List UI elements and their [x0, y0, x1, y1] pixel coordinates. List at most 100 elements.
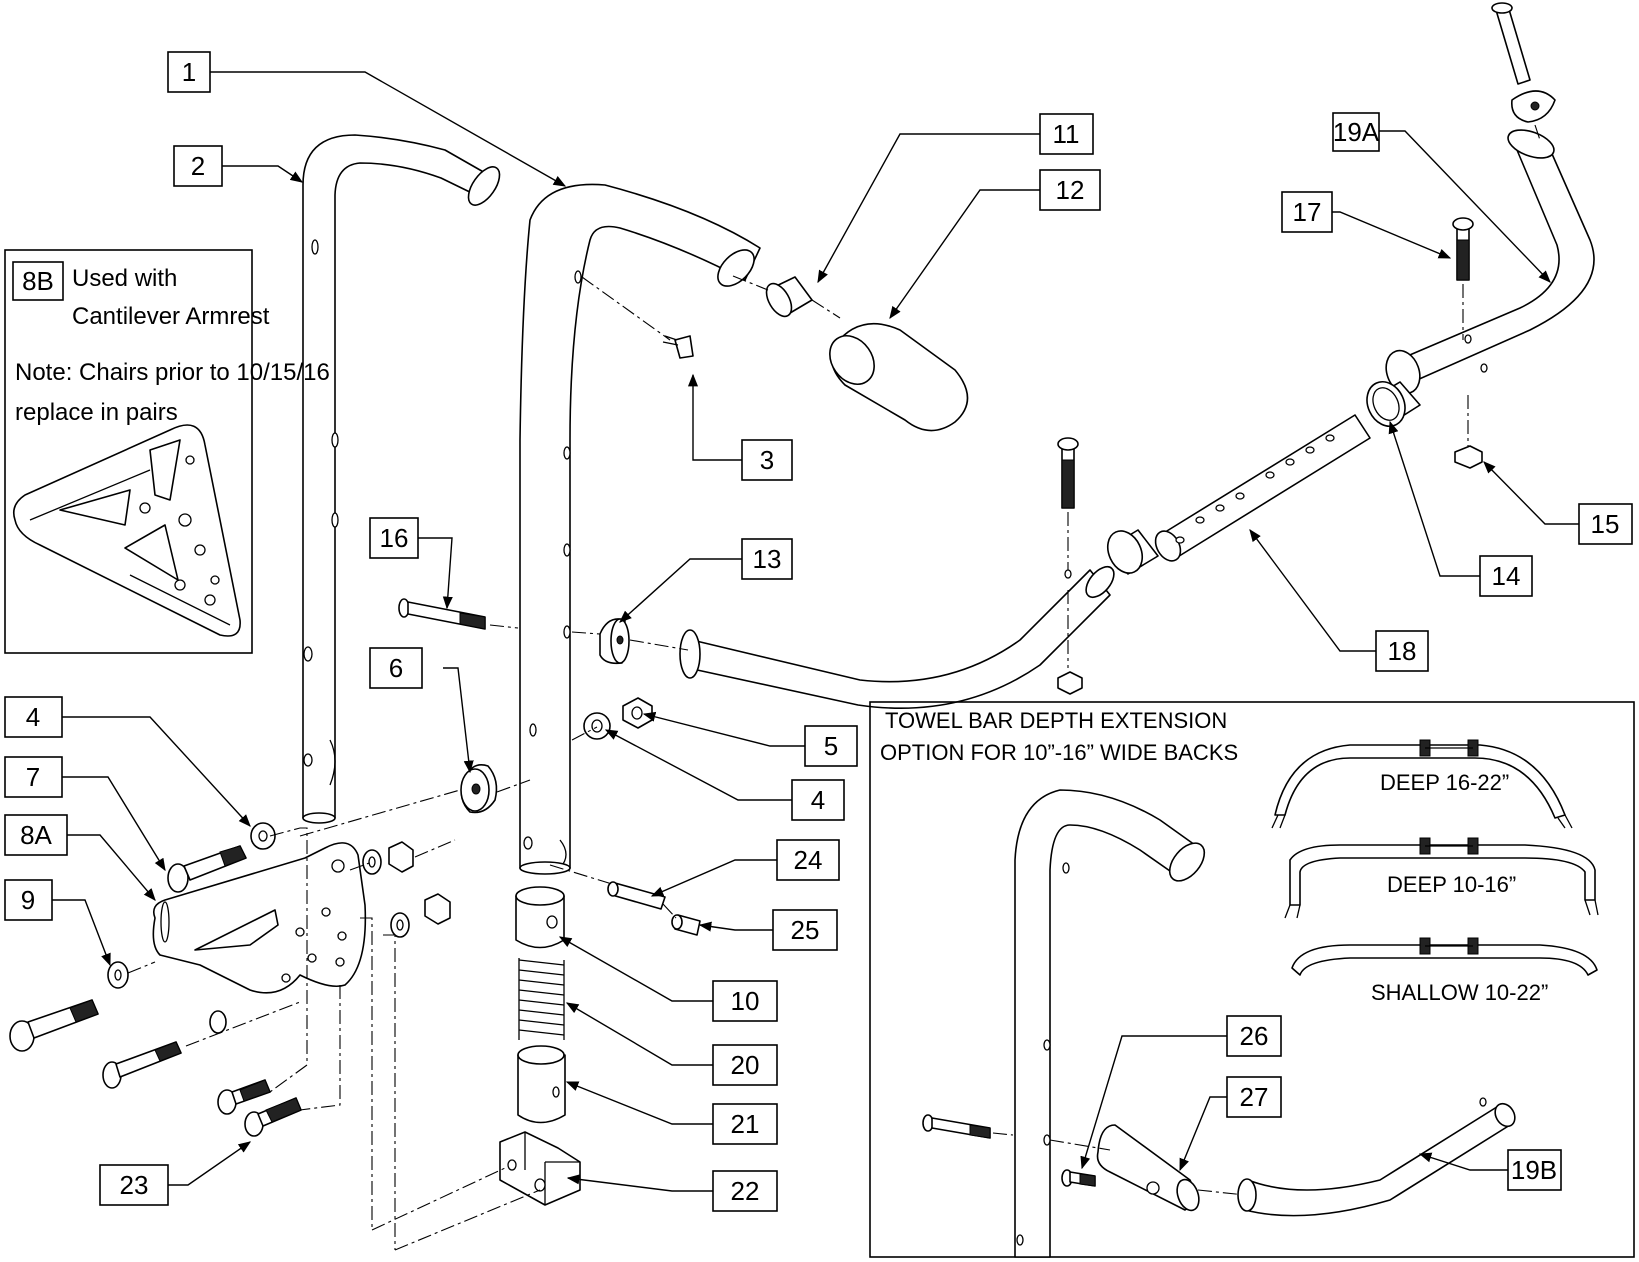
callout-2: 2: [173, 145, 223, 187]
nut-lower-bend: [1057, 671, 1083, 695]
callout-21: 21: [712, 1103, 778, 1145]
callout-4-left: 4: [4, 696, 63, 738]
screw-3: [662, 335, 694, 359]
svg-text:27: 27: [1240, 1082, 1269, 1112]
nut-5: [622, 697, 653, 729]
towel-bar-lower: [679, 565, 1115, 710]
svg-text:1: 1: [182, 57, 196, 87]
washer-4-left: [250, 822, 276, 850]
svg-text:11: 11: [1053, 119, 1080, 149]
callout-3: 3: [741, 439, 793, 481]
callout-24: 24: [776, 839, 840, 881]
label-shallow-10-22: SHALLOW 10-22”: [1371, 980, 1548, 1005]
svg-text:8B: 8B: [22, 266, 54, 296]
callout-25: 25: [772, 909, 838, 951]
callout-13: 13: [741, 538, 793, 580]
note-8b-line3: Note: Chairs prior to 10/15/16: [15, 359, 330, 386]
handle-grip: [829, 322, 969, 432]
callout-20: 20: [712, 1044, 778, 1086]
screw-lower-left: [102, 1010, 227, 1089]
spacer-6: [460, 764, 498, 814]
callout-10: 10: [712, 980, 778, 1022]
note-8b-line1: Used with: [72, 265, 177, 292]
svg-text:6: 6: [389, 653, 403, 683]
towel-bar-19a: [1385, 129, 1595, 395]
towel-bar-title-line2: OPTION FOR 10”-16” WIDE BACKS: [880, 740, 1238, 765]
spacer-13: [599, 618, 630, 665]
inset-8b-bracket: [12, 424, 241, 637]
clamp-block-22: [499, 1131, 581, 1206]
back-post-main: [519, 183, 761, 875]
callout-5: 5: [804, 725, 858, 767]
callout-12: 12: [1039, 169, 1101, 211]
washer-4-right: [583, 712, 611, 740]
clamp-18-side: [1106, 529, 1159, 575]
callout-11: 11: [1039, 113, 1094, 155]
inset-block-27: [1096, 1124, 1200, 1212]
inset-8b-frame: [4, 249, 253, 654]
towel-bar-shallow-10-22: [1291, 937, 1598, 976]
callout-18: 18: [1375, 630, 1429, 672]
callout-22: 22: [712, 1170, 778, 1212]
callout-6: 6: [369, 647, 423, 689]
bolt-17: [1452, 217, 1474, 281]
screws-23: [217, 1079, 302, 1137]
callout-1: 1: [167, 51, 211, 93]
pin-25: [671, 914, 701, 936]
callout-8b: 8B: [12, 261, 64, 301]
towel-bar-title-line1: TOWEL BAR DEPTH EXTENSION: [885, 708, 1227, 733]
inset-back-post: [1014, 789, 1206, 1258]
svg-text:19A: 19A: [1333, 117, 1380, 147]
svg-text:16: 16: [380, 523, 409, 553]
svg-text:15: 15: [1591, 509, 1620, 539]
svg-text:13: 13: [753, 544, 782, 574]
svg-text:19B: 19B: [1511, 1155, 1557, 1185]
inset-bolt: [922, 1114, 991, 1139]
svg-text:20: 20: [731, 1050, 760, 1080]
svg-text:23: 23: [120, 1170, 149, 1200]
svg-text:21: 21: [731, 1109, 760, 1139]
svg-text:25: 25: [791, 915, 820, 945]
leader-lines: [52, 71, 1579, 1192]
callout-9: 9: [4, 879, 53, 921]
callout-14: 14: [1479, 555, 1533, 597]
sleeve-10: [515, 886, 565, 949]
svg-text:17: 17: [1293, 197, 1322, 227]
clamp-14: [1366, 381, 1421, 427]
svg-text:4: 4: [26, 702, 40, 732]
back-post-left: [302, 134, 501, 824]
sleeve-21: [517, 1045, 566, 1124]
svg-text:18: 18: [1388, 636, 1417, 666]
washer-nut-lower: [390, 893, 451, 938]
callout-23: 23: [99, 1164, 169, 1206]
towel-bar-inset-frame: [869, 701, 1635, 1258]
svg-text:12: 12: [1056, 175, 1085, 205]
label-deep-16-22: DEEP 16-22”: [1380, 770, 1509, 795]
callout-17: 17: [1281, 191, 1333, 233]
towel-bar-deep-16-22: [1271, 739, 1573, 829]
svg-text:4: 4: [811, 785, 825, 815]
pin-24: [607, 881, 666, 910]
svg-text:5: 5: [824, 731, 838, 761]
callout-8a: 8A: [4, 814, 68, 856]
note-8b-line2: Cantilever Armrest: [72, 303, 270, 330]
svg-text:26: 26: [1240, 1021, 1269, 1051]
svg-text:2: 2: [191, 151, 205, 181]
svg-text:3: 3: [760, 445, 774, 475]
svg-text:14: 14: [1492, 561, 1521, 591]
callout-7: 7: [4, 756, 63, 798]
spring-20: [518, 958, 565, 1040]
callout-4-right: 4: [791, 779, 845, 821]
inset-screw-26: [1061, 1169, 1096, 1187]
svg-text:9: 9: [21, 885, 35, 915]
callout-19a: 19A: [1332, 112, 1380, 152]
callout-26: 26: [1226, 1015, 1282, 1057]
screw-7: [167, 845, 247, 893]
svg-text:7: 7: [26, 762, 40, 792]
callout-27: 27: [1226, 1076, 1282, 1118]
callout-16: 16: [369, 517, 419, 559]
callout-19b: 19B: [1507, 1149, 1562, 1191]
nut-15: [1454, 445, 1483, 469]
note-8b-line4: replace in pairs: [15, 399, 178, 426]
